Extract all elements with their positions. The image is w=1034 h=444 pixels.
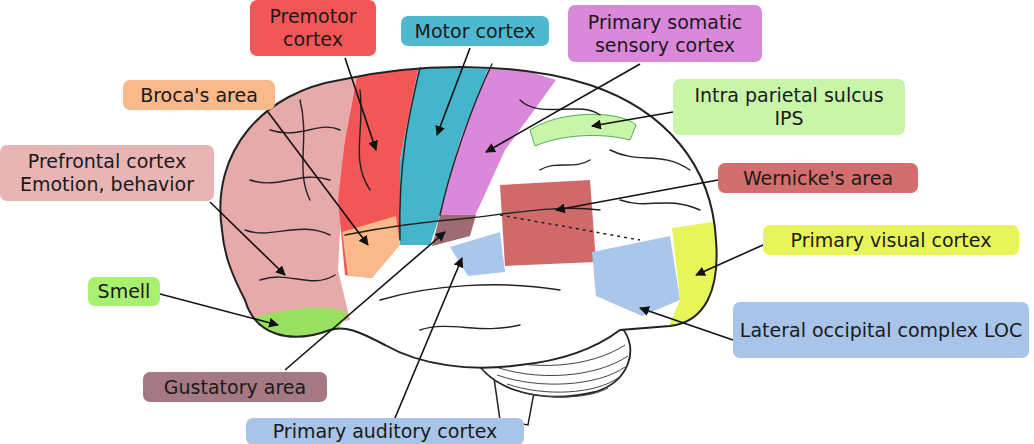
label-box: Intra parietal sulcus IPS: [673, 79, 905, 135]
label-text: Gustatory area: [164, 376, 306, 399]
label-text: Smell: [98, 280, 151, 303]
leader-line: [437, 48, 470, 135]
label-text: Primary visual cortex: [791, 229, 992, 252]
label-box: Smell: [88, 277, 160, 306]
label-box: Gustatory area: [143, 372, 327, 402]
leader-line: [210, 202, 285, 275]
label-box: Lateral occipital complex LOC: [733, 302, 1029, 358]
label-box: Premotor cortex: [250, 0, 376, 56]
label-text: Prefrontal cortex Emotion, behavior: [6, 150, 208, 196]
label-text: Broca's area: [140, 84, 258, 107]
label-text: Wernicke's area: [743, 167, 893, 190]
leader-line: [345, 58, 376, 150]
label-text: Lateral occipital complex LOC: [740, 319, 1022, 342]
label-text: Premotor cortex: [256, 5, 370, 51]
label-text: Motor cortex: [415, 20, 536, 43]
leader-line: [486, 64, 640, 152]
leader-line: [268, 112, 368, 245]
leader-line: [285, 232, 445, 370]
label-box: Motor cortex: [401, 16, 549, 46]
label-text: Primary somatic sensory cortex: [574, 11, 756, 57]
leader-line: [556, 180, 718, 210]
leader-line: [160, 294, 278, 325]
label-box: Primary visual cortex: [763, 225, 1019, 255]
label-box: Broca's area: [123, 80, 275, 110]
label-box: Prefrontal cortex Emotion, behavior: [0, 145, 214, 201]
leader-line: [395, 258, 462, 418]
leader-line: [696, 245, 763, 275]
leader-line: [592, 112, 673, 126]
label-box: Primary somatic sensory cortex: [568, 5, 762, 62]
leader-line: [640, 308, 733, 340]
label-text: Intra parietal sulcus IPS: [679, 84, 899, 130]
label-box: Wernicke's area: [718, 163, 918, 193]
label-box: Primary auditory cortex: [246, 418, 524, 444]
label-text: Primary auditory cortex: [273, 420, 498, 443]
